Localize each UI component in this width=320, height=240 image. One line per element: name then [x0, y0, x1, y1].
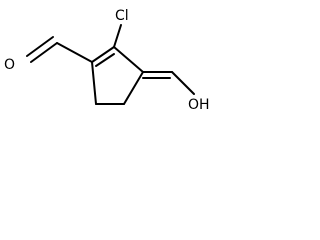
bond-c5-c1 [91, 61, 97, 105]
atom-label-oh: OH [188, 97, 210, 113]
bond-c2-cl [113, 24, 122, 48]
molecule-structure: Cl O OH [4, 8, 210, 113]
atom-label-o: O [4, 57, 15, 73]
atom-label-cl: Cl [115, 8, 129, 24]
bond-cho-o-2 [26, 36, 54, 57]
bond-c2-c3 [113, 46, 144, 73]
bond-c3-c4 [123, 71, 144, 105]
molecule-canvas: Cl O OH [0, 0, 220, 118]
bond-c1-c2-double [95, 53, 115, 67]
bond-c1-cho [56, 42, 93, 63]
bond-cho-o-1 [30, 42, 58, 63]
bond-c1-c2 [91, 46, 115, 63]
bond-ch-oh [171, 71, 195, 95]
